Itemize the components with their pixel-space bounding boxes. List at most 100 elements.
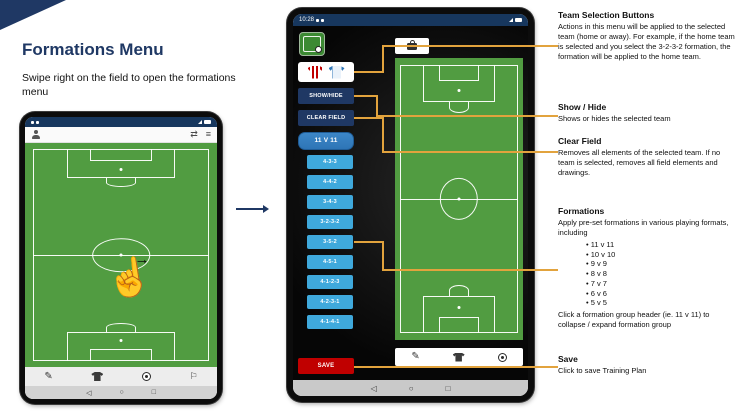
connector-line [354, 117, 384, 119]
soccer-field[interactable]: → ☝ [25, 143, 217, 367]
connector-line [376, 95, 378, 117]
away-team-jersey-button[interactable] [328, 65, 345, 79]
phone1-nav-bar: ◁ ○ □ [25, 386, 217, 399]
jersey-tool-icon[interactable] [91, 372, 104, 381]
swipe-hand-icon: ☝ [102, 254, 155, 302]
add-player-icon[interactable] [31, 130, 40, 139]
phone1-status-bar [25, 117, 217, 127]
connector-line [382, 117, 384, 153]
connector-line [376, 115, 558, 117]
format-item: 7 v 7 [586, 279, 736, 289]
formation-button[interactable]: 3-4-3 [307, 195, 353, 209]
formation-button[interactable]: 4-4-2 [307, 175, 353, 189]
signal-icon [509, 18, 513, 22]
annotation-body: Apply pre-set formations in various play… [558, 218, 729, 237]
phone2-tool-bar: ✎ [395, 348, 523, 366]
format-item: 11 v 11 [586, 240, 736, 250]
page-subtitle: Swipe right on the field to open the for… [22, 72, 236, 98]
ball-tool-icon[interactable] [141, 372, 151, 381]
swipe-arrow-icon: → [134, 250, 150, 268]
notification-icon [316, 18, 320, 22]
notification-icon [36, 120, 39, 124]
phone1-tool-bar: ✎ ⚐ [25, 367, 217, 386]
annotation-heading: Clear Field [558, 136, 602, 146]
back-icon[interactable]: ◁ [86, 389, 92, 397]
formations-menu: SHOW/HIDE CLEAR FIELD 11 V 11 4-3-3 4-4-… [293, 26, 359, 380]
swap-teams-icon[interactable]: ⇄ [190, 129, 198, 139]
connector-line [354, 95, 378, 97]
phone2-screen: 10:28 SHOW/HIDE C [293, 14, 528, 396]
phone1-app-toolbar: ⇄ ≡ [25, 127, 217, 143]
connector-line [354, 241, 384, 243]
field-markings [25, 143, 217, 367]
jersey-tool-icon[interactable] [452, 352, 465, 362]
annotation-heading: Show / Hide [558, 102, 607, 112]
home-icon[interactable]: ○ [119, 389, 124, 396]
formation-button[interactable]: 3-5-2 [307, 235, 353, 249]
formation-group-header[interactable]: 11 V 11 [298, 132, 354, 150]
draw-tool-icon[interactable]: ✎ [44, 370, 53, 382]
connector-line [382, 241, 384, 271]
show-hide-button[interactable]: SHOW/HIDE [298, 88, 354, 104]
ball-tool-icon[interactable] [497, 352, 507, 362]
notification-icon [321, 18, 325, 22]
phone-mockup-formations-menu: 10:28 SHOW/HIDE C [287, 8, 534, 402]
recents-icon[interactable]: □ [151, 389, 156, 396]
connector-line [354, 366, 558, 368]
annotation-body: Removes all elements of the selected tea… [558, 148, 721, 177]
formation-button[interactable]: 4-1-2-3 [307, 275, 353, 289]
annotation-body: Shows or hides the selected team [558, 114, 671, 123]
format-list: 11 v 11 10 v 10 9 v 9 8 v 8 7 v 7 6 v 6 … [558, 240, 736, 308]
format-item: 9 v 9 [586, 259, 736, 269]
annotation-body: Actions in this menu will be applied to … [558, 22, 735, 61]
formation-button[interactable]: 4-1-4-1 [307, 315, 353, 329]
annotation-heading: Formations [558, 206, 605, 216]
connector-line [382, 269, 558, 271]
transition-arrow [236, 205, 269, 213]
phone2-main: SHOW/HIDE CLEAR FIELD 11 V 11 4-3-3 4-4-… [293, 26, 528, 380]
phone2-nav-bar: ◁ ○ □ [293, 380, 528, 396]
formation-button[interactable]: 4-5-1 [307, 255, 353, 269]
format-item: 6 v 6 [586, 289, 736, 299]
connector-line [382, 45, 558, 47]
team-selection-buttons [298, 62, 354, 82]
formation-button[interactable]: 3-2-3-2 [307, 215, 353, 229]
save-button[interactable]: SAVE [298, 358, 354, 374]
connector-line [382, 45, 384, 73]
corner-decoration [0, 0, 66, 30]
home-icon[interactable]: ○ [408, 383, 414, 393]
clear-field-button[interactable]: CLEAR FIELD [298, 110, 354, 126]
format-item: 5 v 5 [586, 298, 736, 308]
recents-icon[interactable]: □ [445, 383, 451, 393]
draw-tool-icon[interactable]: ✎ [411, 351, 420, 362]
signal-icon [198, 120, 202, 124]
annotation-clear-field: Clear Field Removes all elements of the … [558, 136, 736, 178]
battery-icon [204, 120, 211, 124]
page-title: Formations Menu [22, 40, 164, 59]
annotation-heading: Save [558, 354, 578, 364]
back-icon[interactable]: ◁ [370, 383, 377, 393]
annotation-team-selection: Team Selection Buttons Actions in this m… [558, 10, 736, 62]
soccer-field-2[interactable] [395, 58, 523, 340]
battery-icon [515, 18, 522, 22]
field-markings [395, 58, 523, 340]
clock-text: 10:28 [299, 17, 315, 23]
phone-mockup-closed-menu: ⇄ ≡ → ☝ ✎ ⚐ ◁ ○ □ [20, 112, 222, 404]
menu-icon[interactable]: ≡ [205, 129, 211, 139]
app-logo [299, 32, 325, 56]
flag-tool-icon[interactable]: ⚐ [189, 371, 198, 381]
annotation-body: Click to save Training Plan [558, 366, 647, 375]
phone2-field-area: ✎ [359, 26, 528, 380]
connector-line [354, 71, 384, 73]
phone2-status-bar: 10:28 [293, 14, 528, 26]
notification-icon [31, 120, 34, 124]
annotation-footer: Click a formation group header (ie. 11 v… [558, 310, 710, 329]
annotation-heading: Team Selection Buttons [558, 10, 655, 20]
formation-button[interactable]: 4-3-3 [307, 155, 353, 169]
home-team-jersey-button[interactable] [307, 65, 324, 79]
format-item: 8 v 8 [586, 269, 736, 279]
formation-button[interactable]: 4-2-3-1 [307, 295, 353, 309]
phone1-screen: ⇄ ≡ → ☝ ✎ ⚐ ◁ ○ □ [25, 117, 217, 399]
annotation-formations: Formations Apply pre-set formations in v… [558, 206, 736, 330]
